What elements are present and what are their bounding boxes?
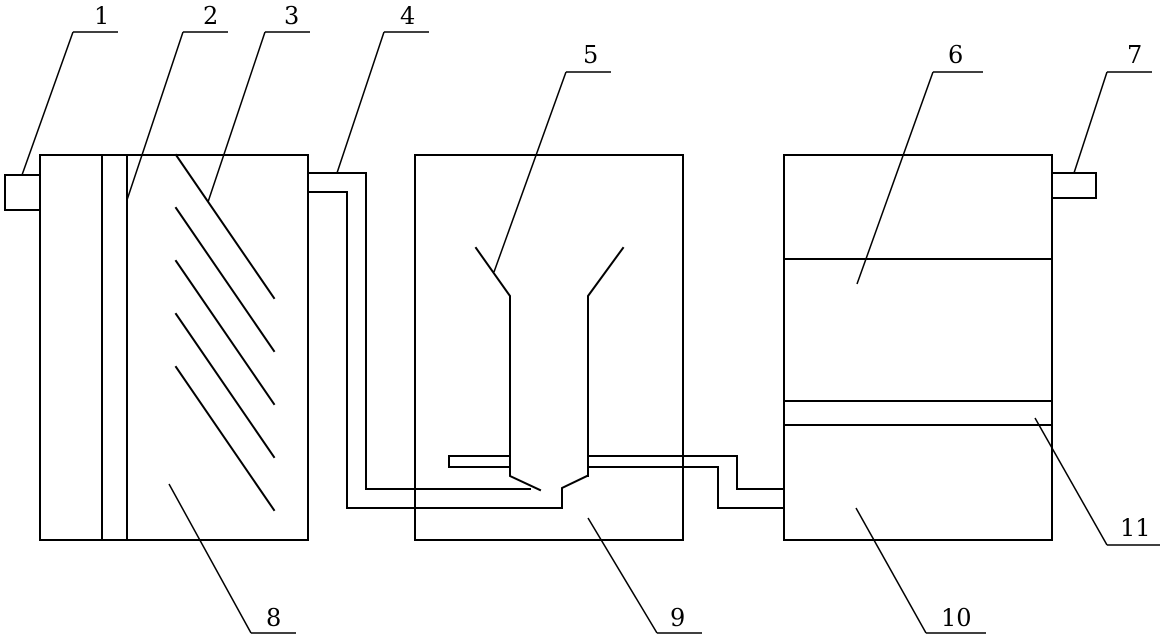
- pipe-out-lower: [587, 466, 784, 509]
- label-11: 11: [1120, 514, 1151, 542]
- pipe-4-inner: [307, 191, 589, 509]
- label-3: 3: [284, 2, 299, 30]
- connecting-pipe-4: [307, 172, 589, 509]
- left-tank: [4, 153, 309, 541]
- right-tank: [783, 154, 1097, 541]
- connecting-pipe-out: [448, 455, 784, 509]
- label-1: 1: [94, 2, 109, 30]
- label-5: 5: [583, 41, 598, 69]
- funnel-right-wall: [587, 246, 625, 477]
- pipe-stub: [448, 455, 511, 468]
- label-10: 10: [941, 604, 972, 632]
- inlet-pipe-1: [4, 174, 41, 211]
- inclined-plate: [174, 365, 276, 512]
- label-2: 2: [203, 2, 218, 30]
- outlet-pipe-7: [1051, 172, 1097, 199]
- inclined-plate: [174, 312, 276, 459]
- number-labels: 1 2 3 4 5 6 7 8 9 10 11: [94, 2, 1151, 632]
- label-6: 6: [948, 41, 963, 69]
- left-tank-body: [39, 154, 309, 541]
- right-tank-body: [783, 154, 1053, 541]
- inclined-plate: [174, 206, 276, 353]
- inclined-plate: [174, 153, 276, 300]
- leader-lines: [21, 31, 1160, 634]
- middle-tank: [414, 154, 684, 541]
- pipe-4-outer: [307, 172, 531, 490]
- label-8: 8: [266, 604, 281, 632]
- pipe-out-upper: [587, 455, 784, 490]
- middle-tank-body: [414, 154, 684, 541]
- label-4: 4: [400, 2, 415, 30]
- label-9: 9: [670, 604, 685, 632]
- inclined-plate: [174, 259, 276, 406]
- label-7: 7: [1127, 41, 1142, 69]
- funnel-left-wall: [474, 246, 542, 492]
